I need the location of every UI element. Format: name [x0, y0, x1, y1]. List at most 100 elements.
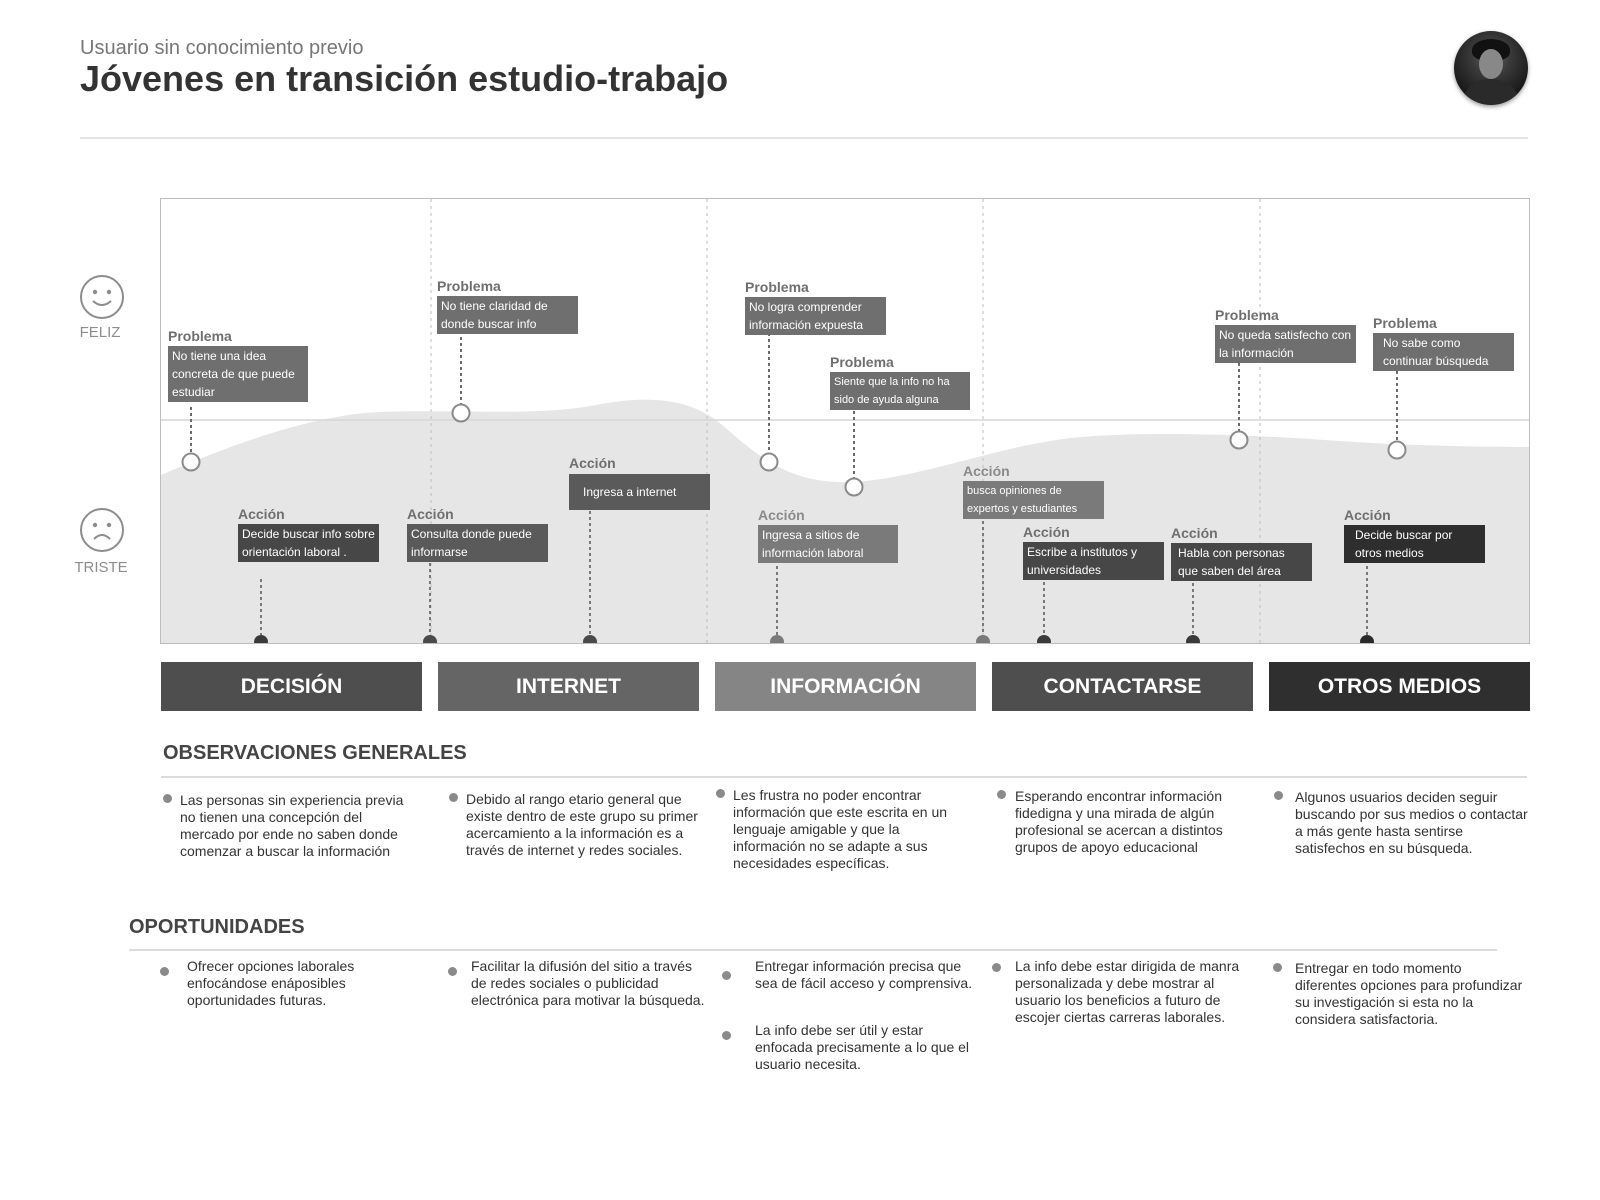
callout-kind: Problema	[1215, 307, 1279, 323]
observacion-item: Esperando encontrar información fidedign…	[1015, 788, 1223, 855]
persona-subtitle: Usuario sin conocimiento previo	[80, 37, 364, 59]
callout-text: No queda satisfecho con la información	[1215, 325, 1356, 363]
callout-kind: Problema	[1373, 315, 1437, 331]
phase-internet: INTERNET	[438, 662, 699, 711]
problem-callout-decision: Problema No tiene una idea concreta de q…	[168, 328, 308, 402]
bullet-dot	[716, 789, 725, 798]
callout-kind: Problema	[437, 278, 501, 294]
callout-text: Decide buscar por otros medios	[1344, 525, 1485, 563]
action-markers	[260, 511, 1368, 635]
callout-kind: Acción	[963, 463, 1010, 479]
observacion-item: Las personas sin experiencia previa no t…	[180, 792, 404, 859]
callout-text: Ingresa a internet	[569, 474, 710, 510]
action-marker	[976, 635, 990, 643]
observacion-item: Algunos usuarios deciden seguir buscando…	[1295, 789, 1528, 856]
oportunidad-item: Entregar información precisa que sea de …	[755, 958, 973, 991]
callout-text: Habla con personas que saben del área	[1171, 543, 1312, 581]
action-marker	[423, 635, 437, 643]
bullet-dot	[722, 971, 731, 980]
callout-kind: Problema	[745, 279, 809, 295]
bullet-dot	[722, 1031, 731, 1040]
oportunidad-item: Entregar en todo momento diferentes opci…	[1295, 960, 1523, 1027]
happy-label: FELIZ	[79, 324, 121, 341]
sad-face-icon	[80, 508, 124, 552]
journey-curve-layer	[161, 199, 1529, 643]
callout-text: No logra comprender información expuesta	[745, 297, 886, 335]
problem-callout-contactarse: Problema No queda satisfecho con la info…	[1215, 307, 1356, 363]
phase-decision: DECISIÓN	[161, 662, 422, 711]
observacion-item: Les frustra no poder encontrar informaci…	[733, 787, 948, 871]
page-title: Jóvenes en transición estudio-trabajo	[80, 58, 729, 99]
phase-contactarse: CONTACTARSE	[992, 662, 1253, 711]
bullet-dot	[1273, 963, 1282, 972]
header-divider	[80, 137, 1528, 139]
emotion-area	[161, 399, 1529, 643]
bullet-dot	[163, 794, 172, 803]
avatar	[1454, 31, 1528, 105]
callout-text: busca opiniones de expertos y estudiante…	[963, 481, 1104, 519]
callout-text: No sabe como continuar búsqueda	[1373, 333, 1514, 371]
callout-text: No tiene claridad de donde buscar info	[437, 296, 578, 334]
phase-informacion: INFORMACIÓN	[715, 662, 976, 711]
bullet-dot	[992, 963, 1001, 972]
action-callout-informacion-2: Acción busca opiniones de expertos y est…	[963, 463, 1104, 519]
action-marker	[254, 635, 268, 643]
problem-callout-otros-medios: Problema No sabe como continuar búsqueda	[1373, 315, 1514, 371]
bullet-dot	[448, 967, 457, 976]
action-callout-informacion: Acción Ingresa a sitios de información l…	[758, 507, 898, 563]
bullet-dot	[449, 793, 458, 802]
action-callout-otros-medios: Acción Decide buscar por otros medios	[1344, 507, 1485, 563]
action-marker	[583, 635, 597, 643]
oportunidades-heading: OPORTUNIDADES	[129, 916, 305, 938]
problem-marker	[844, 477, 864, 497]
callout-text: Siente que la info no ha sido de ayuda a…	[830, 372, 970, 410]
sad-label: TRISTE	[74, 559, 128, 576]
bullet-dot	[1274, 791, 1283, 800]
action-marker	[770, 635, 784, 643]
bullet-dot	[160, 967, 169, 976]
problem-marker	[759, 452, 779, 472]
callout-text: Consulta donde puede informarse	[407, 524, 548, 562]
observacion-item: Debido al rango etario general que exist…	[466, 791, 698, 858]
problem-callout-informacion-2: Problema Siente que la info no ha sido d…	[830, 354, 970, 410]
phase-otros-medios: OTROS MEDIOS	[1269, 662, 1530, 711]
callout-kind: Acción	[569, 455, 616, 471]
bullet-dot	[997, 790, 1006, 799]
callout-kind: Problema	[168, 328, 232, 344]
problem-callout-internet: Problema No tiene claridad de donde busc…	[437, 278, 578, 334]
journey-chart: Problema No tiene una idea concreta de q…	[160, 198, 1530, 644]
problem-marker	[181, 452, 201, 472]
callout-kind: Acción	[758, 507, 805, 523]
oportunidad-item: Facilitar la difusión del sitio a través…	[471, 958, 705, 1008]
observaciones-divider	[161, 776, 1527, 778]
problem-marker	[1229, 430, 1249, 450]
oportunidad-item: La info debe estar dirigida de manra per…	[1015, 958, 1240, 1025]
callout-kind: Acción	[407, 506, 454, 522]
action-marker	[1186, 635, 1200, 643]
observaciones-heading: OBSERVACIONES GENERALES	[163, 742, 467, 764]
callout-text: Escribe a institutos y universidades	[1023, 542, 1164, 580]
action-callout-contactarse: Acción Escribe a institutos y universida…	[1023, 524, 1164, 580]
problem-marker	[451, 403, 471, 423]
action-marker	[1037, 635, 1051, 643]
problem-marker	[1387, 440, 1407, 460]
callout-text: Ingresa a sitios de información laboral	[758, 525, 898, 563]
callout-text: Decide buscar info sobre orientación lab…	[238, 524, 379, 562]
problem-callout-informacion: Problema No logra comprender información…	[745, 279, 886, 335]
oportunidad-item: Ofrecer opciones laborales enfocándose e…	[187, 958, 355, 1008]
oportunidades-divider	[129, 949, 1497, 951]
oportunidad-item: La info debe ser útil y estar enfocada p…	[755, 1022, 970, 1072]
callout-kind: Acción	[238, 506, 285, 522]
callout-kind: Acción	[1171, 525, 1218, 541]
callout-text: No tiene una idea concreta de que puede …	[168, 346, 308, 402]
action-callout-internet-2: Acción Ingresa a internet	[569, 455, 710, 510]
callout-kind: Acción	[1023, 524, 1070, 540]
action-dots	[254, 635, 1374, 643]
action-callout-contactarse-2: Acción Habla con personas que saben del …	[1171, 525, 1312, 581]
action-callout-internet: Acción Consulta donde puede informarse	[407, 506, 548, 562]
callout-kind: Acción	[1344, 507, 1391, 523]
problem-markers	[181, 331, 1407, 497]
callout-kind: Problema	[830, 354, 894, 370]
action-marker	[1360, 635, 1374, 643]
happy-face-icon	[80, 275, 124, 319]
